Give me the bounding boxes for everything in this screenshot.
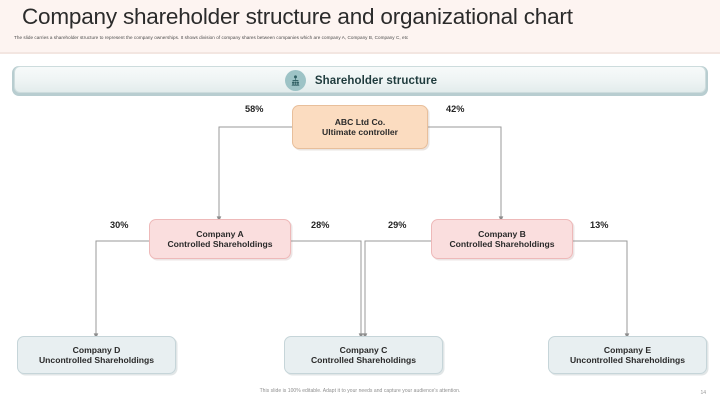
shareholder-group-icon (284, 70, 306, 91)
footer-note: This slide is 100% editable. Adapt it to… (259, 388, 461, 394)
node-subtitle: Uncontrolled Shareholdings (38, 355, 155, 365)
node-title: Company D (72, 344, 121, 355)
node-company-d[interactable]: Company D Uncontrolled Shareholdings (17, 336, 176, 374)
title-divider (0, 52, 720, 54)
page-subtitle: The slide carries a shareholder structur… (14, 35, 409, 40)
edge-label-root-to-a: 58% (245, 104, 264, 114)
node-title: Company E (603, 344, 652, 355)
node-subtitle: Uncontrolled Shareholdings (569, 355, 686, 365)
edge-label-a-to-d: 30% (110, 220, 129, 230)
edge-label-root-to-b: 42% (446, 104, 465, 114)
title-band (0, 0, 720, 52)
node-subtitle: Controlled Shareholdings (310, 355, 417, 365)
section-banner-label: Shareholder structure (314, 74, 438, 87)
section-banner: Shareholder structure (14, 66, 706, 93)
node-title: Company B (478, 228, 526, 239)
node-title: ABC Ltd Co. (334, 116, 386, 127)
node-subtitle: Ultimate controller (322, 127, 398, 137)
section-banner-inner: Shareholder structure (15, 67, 707, 94)
edge-label-b-to-c: 29% (388, 220, 407, 230)
page-title: Company shareholder structure and organi… (22, 4, 573, 29)
node-company-c[interactable]: Company C Controlled Shareholdings (284, 336, 443, 374)
node-company-b[interactable]: Company B Controlled Shareholdings (431, 219, 573, 259)
node-subtitle: Controlled Shareholdings (449, 239, 555, 249)
node-title: Company A (196, 228, 244, 239)
node-company-e[interactable]: Company E Uncontrolled Shareholdings (548, 336, 707, 374)
node-company-a[interactable]: Company A Controlled Shareholdings (149, 219, 291, 259)
node-root-abc-ltd[interactable]: ABC Ltd Co. Ultimate controller (292, 105, 428, 149)
org-chart: ABC Ltd Co. Ultimate controller Company … (0, 96, 720, 384)
connector-lines (93, 126, 630, 339)
edge-label-a-to-c: 28% (311, 220, 330, 230)
page-number: 14 (700, 390, 706, 396)
edge-label-b-to-e: 13% (590, 220, 609, 230)
node-title: Company C (339, 344, 388, 355)
node-subtitle: Controlled Shareholdings (167, 239, 273, 249)
